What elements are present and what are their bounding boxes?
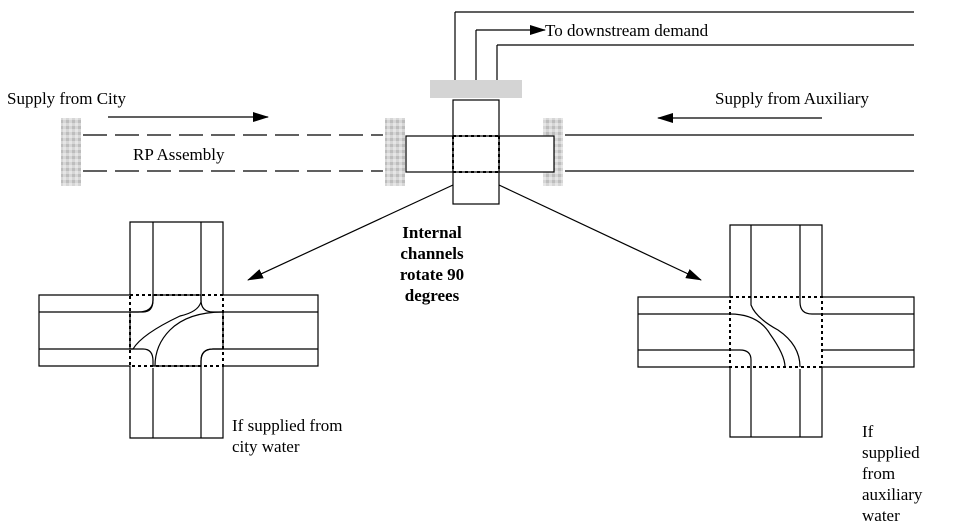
svg-text:rotate 90: rotate 90 — [400, 265, 464, 284]
flange-left-end — [61, 118, 81, 186]
svg-text:If: If — [862, 422, 874, 441]
supply-city-label: Supply from City — [7, 89, 127, 108]
rp-assembly-label: RP Assembly — [133, 145, 225, 164]
cross-city — [38, 221, 319, 439]
svg-text:If supplied from: If supplied from — [232, 416, 342, 435]
svg-text:from: from — [862, 464, 895, 483]
rp-assembly-pipe — [83, 134, 383, 172]
svg-text:Internal: Internal — [402, 223, 462, 242]
svg-text:channels: channels — [400, 244, 464, 263]
internal-channels-label: Internal channels rotate 90 degrees — [400, 223, 464, 305]
cross-aux — [637, 224, 915, 438]
svg-text:degrees: degrees — [405, 286, 460, 305]
svg-text:auxiliary: auxiliary — [862, 485, 923, 504]
flange-left-valve — [385, 118, 405, 186]
pointer-arrow-left — [247, 184, 454, 281]
svg-text:water: water — [862, 506, 900, 525]
aux-pipe — [565, 134, 914, 172]
central-valve — [405, 99, 555, 205]
flange-top — [430, 80, 522, 98]
downstream-arrow — [475, 25, 546, 80]
downstream-pipes — [454, 11, 914, 80]
svg-text:supplied: supplied — [862, 443, 920, 462]
city-case-label: If supplied from city water — [232, 416, 342, 456]
supply-aux-label: Supply from Auxiliary — [715, 89, 869, 108]
downstream-label: To downstream demand — [545, 21, 709, 40]
svg-text:city water: city water — [232, 437, 300, 456]
aux-case-label: If supplied from auxiliary water — [862, 422, 923, 525]
pointer-arrow-right — [498, 184, 702, 281]
